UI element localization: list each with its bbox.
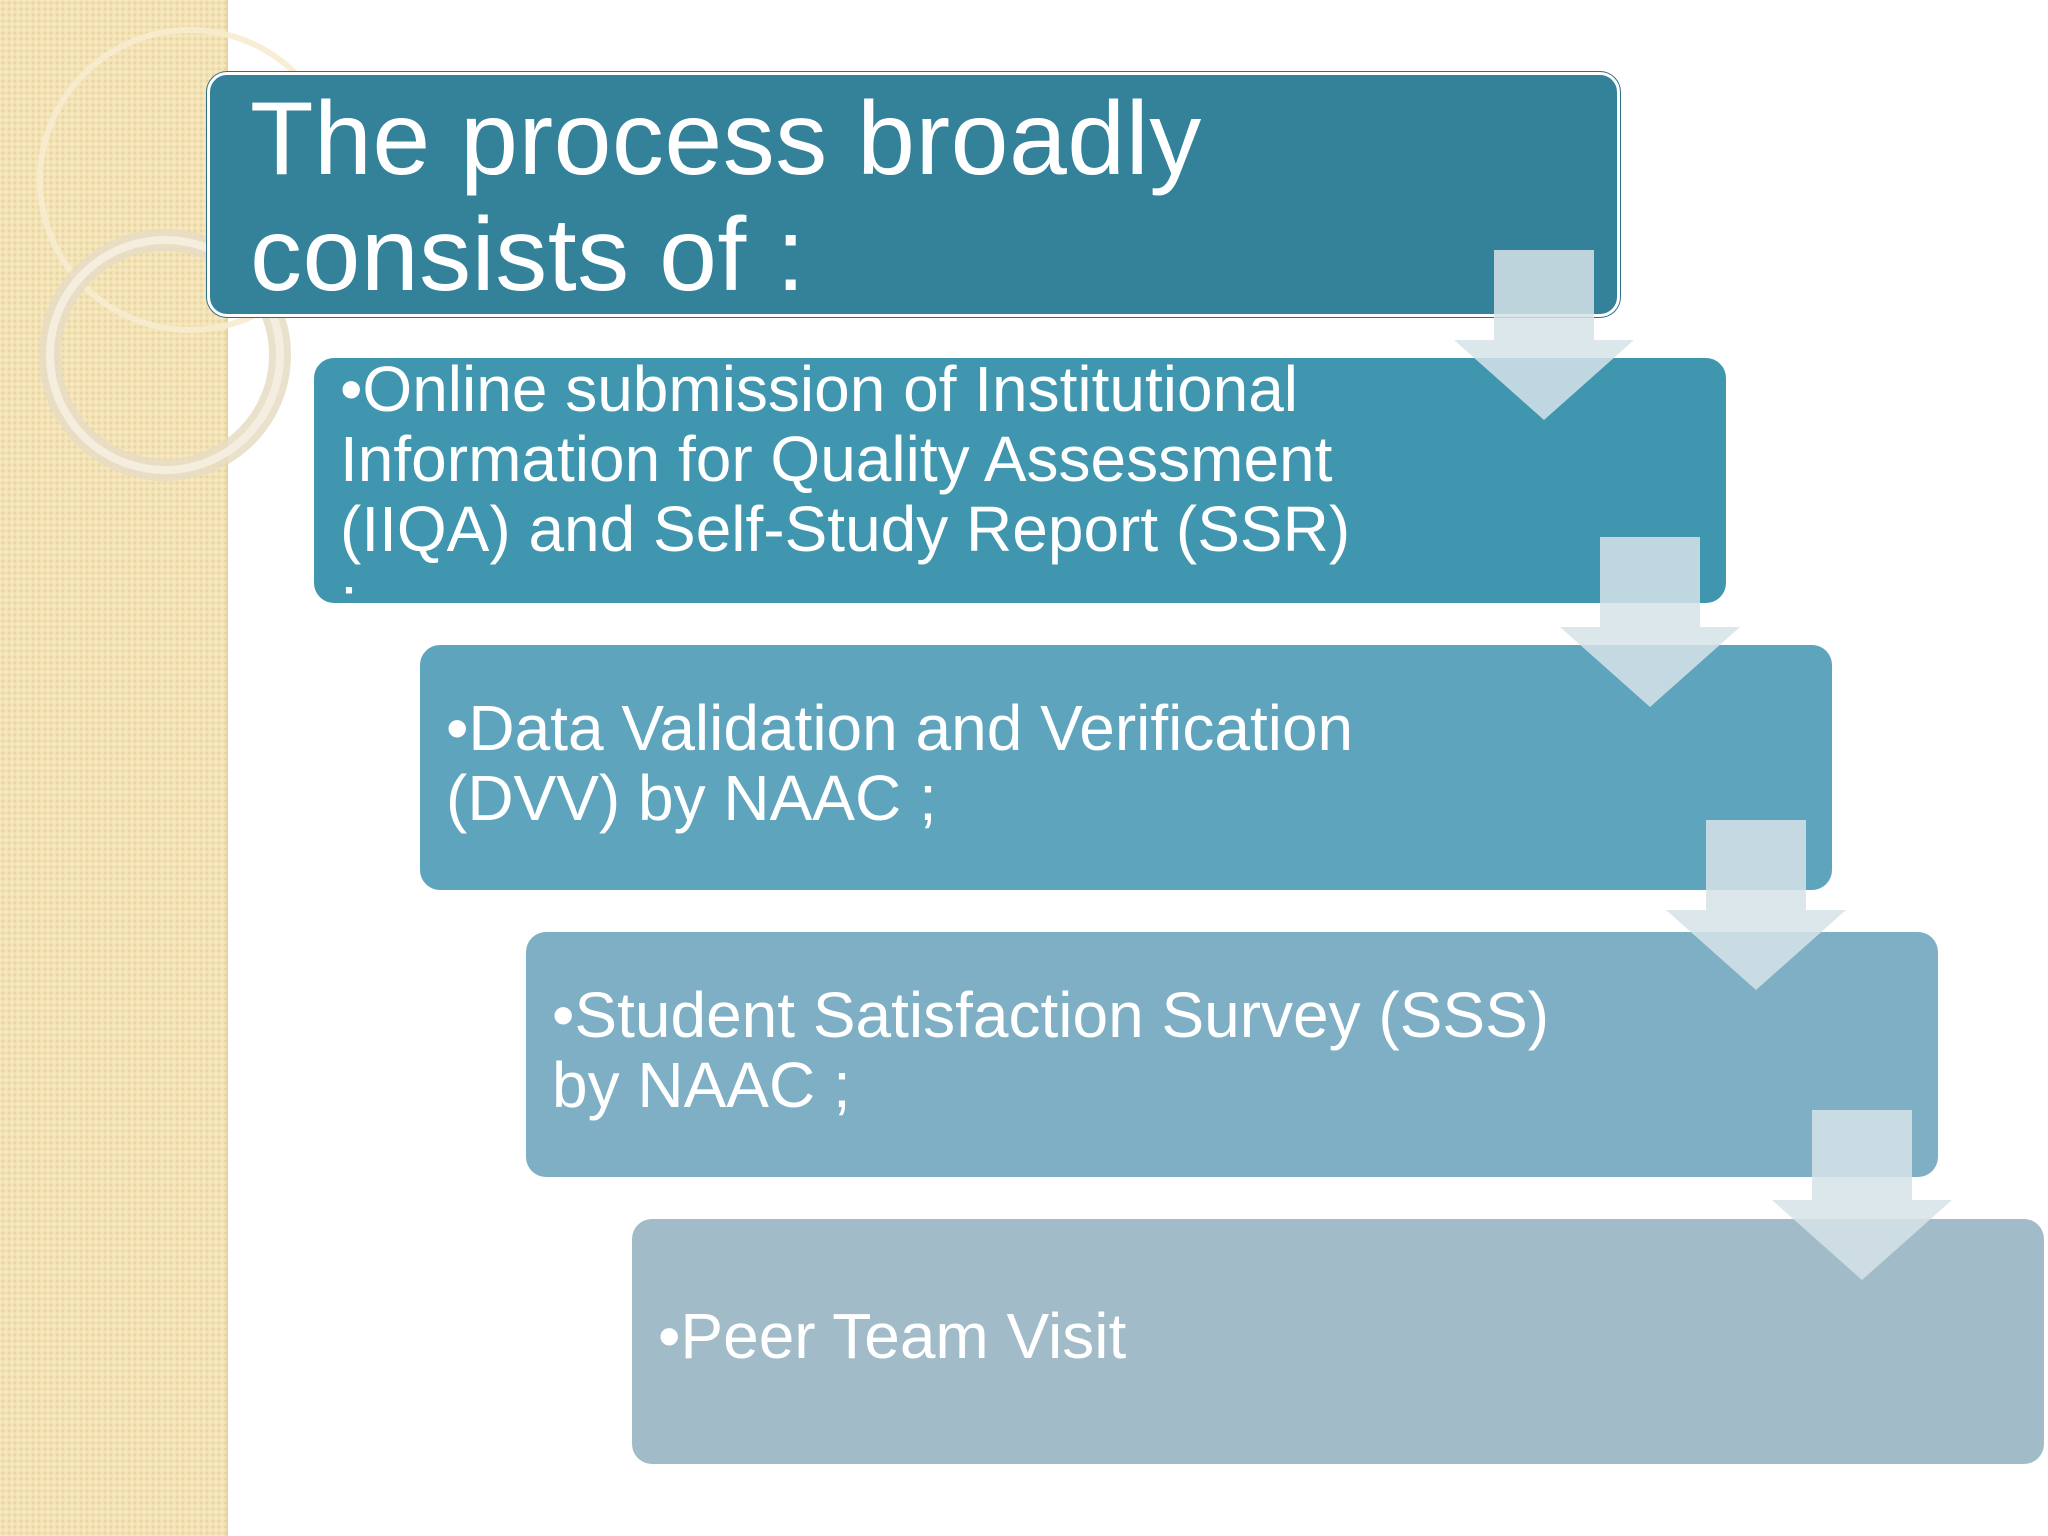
process-step-3: •Student Satisfaction Survey (SSS) by NA… [526, 932, 1938, 1177]
slide-title: The process broadly consists of : [250, 81, 1202, 313]
title-box: The process broadly consists of : [207, 72, 1620, 317]
process-step-2: •Data Validation and Verification (DVV) … [420, 645, 1832, 890]
decorative-rings [37, 27, 320, 481]
step-1-label: •Online submission of Institutional Info… [340, 358, 1351, 603]
down-arrow-icon [1454, 250, 1634, 420]
step-2-label: •Data Validation and Verification (DVV) … [446, 692, 1354, 834]
down-arrow-icon [1666, 820, 1846, 990]
step-4-label: •Peer Team Visit [658, 1300, 1127, 1372]
down-arrow-icon [1560, 537, 1740, 707]
step-3-label: •Student Satisfaction Survey (SSS) by NA… [552, 979, 1550, 1121]
process-step-4: •Peer Team Visit [632, 1219, 2044, 1464]
down-arrow-icon [1772, 1110, 1952, 1280]
process-step-1: •Online submission of Institutional Info… [314, 358, 1726, 603]
